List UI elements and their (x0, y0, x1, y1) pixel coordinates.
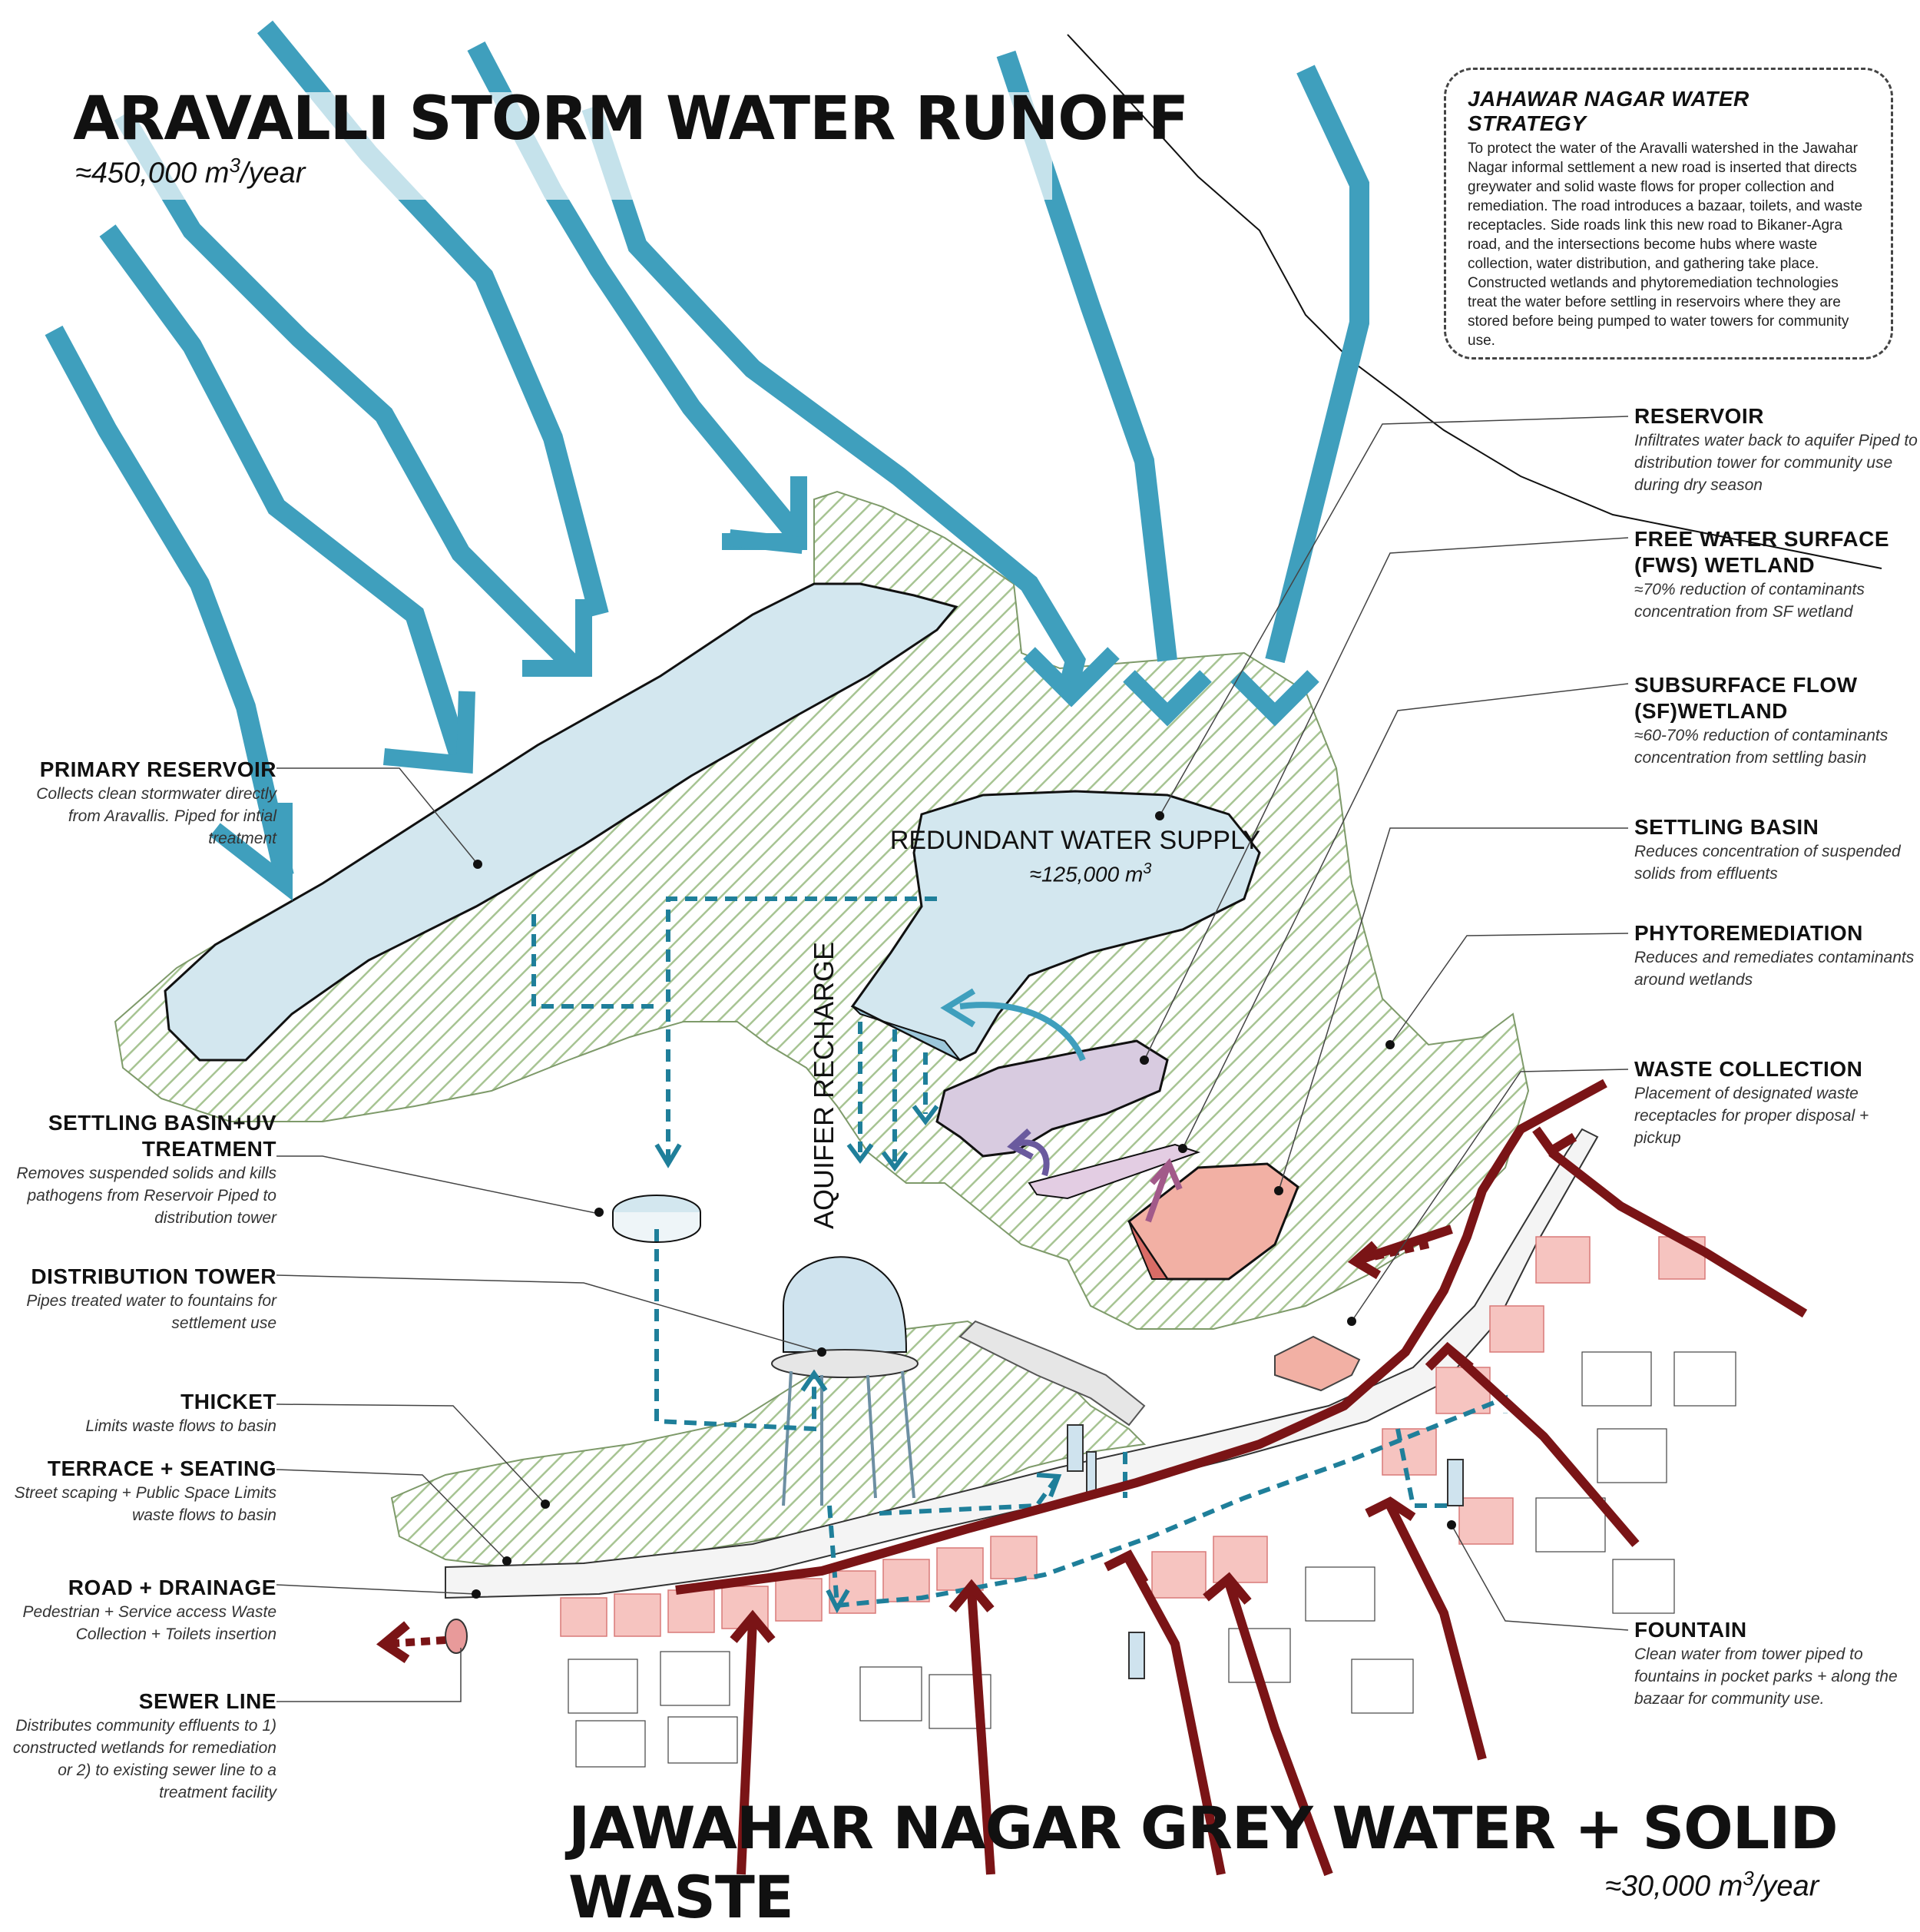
strategy-title: JAHAWAR NAGAR WATER STRATEGY (1468, 87, 1750, 135)
footer-subtitle: ≈30,000 m3/year (1605, 1867, 1819, 1903)
pipe-arrowheads (654, 1105, 1062, 1614)
clean-water-pipes (531, 896, 1508, 1609)
redundant-supply-volume: ≈125,000 m3 (1029, 860, 1152, 886)
distribution-tower (771, 1256, 919, 1506)
leader-dots (472, 811, 1456, 1599)
waste-arrows (675, 1079, 1808, 1877)
settlement-outlines (568, 1351, 1736, 1768)
settling-basin-shape (1127, 1162, 1299, 1281)
settlement-houses (560, 1236, 1706, 1637)
fws-wetland-shape (935, 1039, 1169, 1158)
recharge-curve-arrow (959, 1002, 1086, 1062)
primary-reservoir-shape (164, 582, 958, 1062)
terrace-seating (958, 1320, 1146, 1427)
leader-lines (276, 416, 1629, 1702)
fountains (1067, 1424, 1464, 1679)
footer-title: JAWAHAR NAGAR GREY WATER + SOLID WASTE (568, 1794, 1839, 1931)
storm-arrowheads (210, 476, 1319, 901)
header-subtitle: ≈450,000 m3/year (75, 154, 306, 190)
strategy-box: JAHAWAR NAGAR WATER STRATEGY To protect … (1444, 68, 1893, 360)
aquifer-recharge-label: AQUIFER RECHARGE (808, 941, 839, 1229)
strategy-body: To protect the water of the Aravalli wat… (1468, 141, 1863, 349)
label-fws-wetland: FREE WATER SURFACE (FWS) WETLAND≈70% red… (1634, 527, 1890, 621)
redundant-reservoir-shape (850, 790, 1261, 1062)
redundant-supply-label: REDUNDANT WATER SUPPLY (889, 826, 1261, 855)
roadside-basin (1274, 1335, 1361, 1392)
label-sf-wetland: SUBSURFACE FLOW (SF)WETLAND≈60-70% reduc… (1634, 673, 1889, 767)
sf-wetland-shape (1028, 1143, 1201, 1200)
header-title: ARAVALLI STORM WATER RUNOFF (73, 85, 1189, 154)
sewer-pipe (445, 1619, 468, 1654)
